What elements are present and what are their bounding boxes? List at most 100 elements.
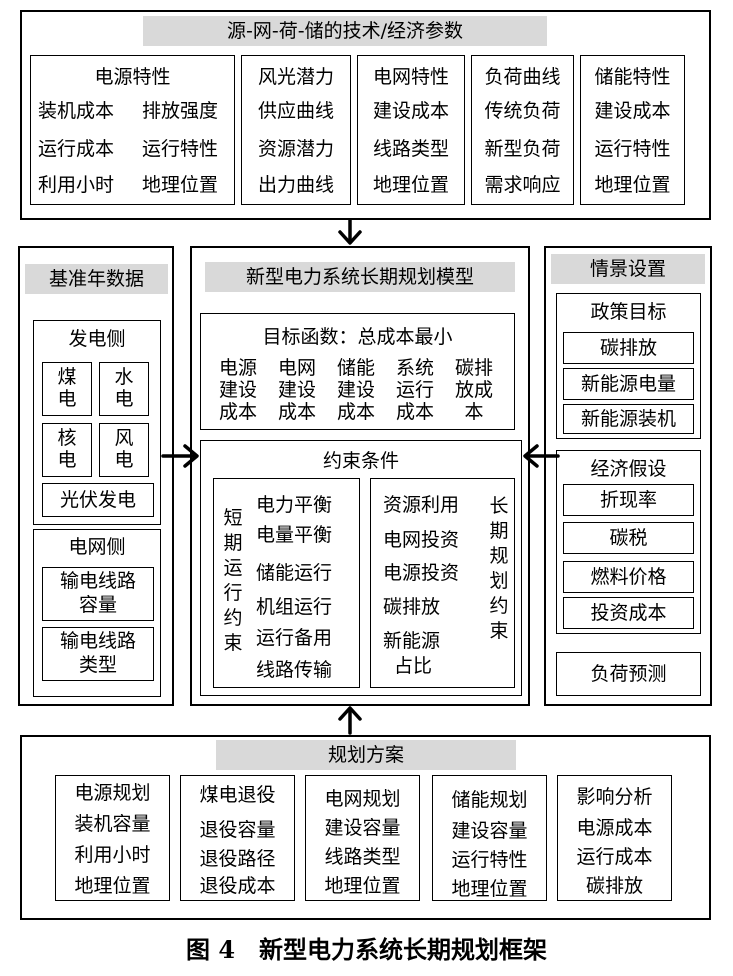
arrow-left-icon — [523, 444, 560, 468]
line-capacity-label: 输电线路容量 — [59, 570, 136, 616]
scheme-item: 利用小时 — [74, 844, 151, 866]
renewable-item: 出力曲线 — [257, 174, 334, 196]
scheme-item: 建设容量 — [324, 817, 401, 839]
long-term-item: 电网投资 — [383, 529, 460, 551]
scheme-item: 储能规划 — [451, 789, 528, 811]
grid-side-title: 电网侧 — [68, 536, 126, 558]
scheme-box — [305, 775, 420, 901]
hydro-box — [99, 362, 149, 416]
renewable-item: 供应曲线 — [257, 100, 334, 122]
short-term-box — [213, 478, 360, 688]
scheme-box — [432, 775, 547, 901]
short-term-item: 储能运行 — [256, 562, 333, 584]
policy-item-box — [563, 332, 694, 364]
arrow-down-icon — [338, 218, 362, 245]
arrow-right-icon — [161, 444, 199, 468]
hydro-label: 水电 — [114, 366, 134, 410]
pv-label: 光伏发电 — [59, 489, 136, 511]
econ-item: 投资成本 — [590, 602, 667, 624]
power-item: 地理位置 — [142, 174, 219, 196]
scheme-item: 地理位置 — [324, 875, 401, 897]
short-term-item: 电力平衡 — [256, 494, 333, 516]
line-capacity-box — [42, 567, 154, 621]
long-term-item: 资源利用 — [383, 494, 460, 516]
power-item: 排放强度 — [142, 100, 219, 122]
power-characteristics-title: 电源特性 — [94, 66, 171, 88]
objective-col: 电源建设成本 — [218, 357, 257, 423]
scheme-item: 煤电退役 — [199, 784, 276, 806]
storage-item: 储能特性 — [594, 66, 671, 88]
load-item: 负荷曲线 — [484, 66, 561, 88]
econ-item-box — [563, 522, 694, 554]
storage-item: 运行特性 — [594, 138, 671, 160]
arrow-up-icon — [338, 706, 362, 735]
scheme-item: 运行特性 — [451, 849, 528, 871]
long-term-item: 占比 — [394, 655, 433, 677]
load-forecast-box — [556, 652, 701, 696]
scheme-item: 地理位置 — [451, 878, 528, 900]
objective-col: 储能建设成本 — [336, 357, 375, 423]
short-term-item: 线路传输 — [256, 659, 333, 681]
nuclear-box — [42, 423, 92, 477]
objective-col: 系统运行成本 — [395, 357, 434, 423]
storage-item: 地理位置 — [594, 174, 671, 196]
storage-characteristics-box — [580, 55, 685, 205]
long-term-box — [370, 478, 515, 688]
grid-item: 地理位置 — [372, 174, 449, 196]
economic-assumption-title: 经济假设 — [590, 458, 667, 480]
long-term-item: 新能源 — [383, 630, 441, 652]
scheme-item: 运行成本 — [576, 846, 653, 868]
scheme-item: 退役容量 — [199, 819, 276, 841]
scheme-item: 碳排放 — [585, 875, 643, 897]
policy-item-box — [563, 404, 694, 434]
wind-box — [99, 423, 149, 477]
long-term-label: 长期规划约束 — [489, 495, 509, 642]
econ-item: 折现率 — [599, 489, 657, 511]
renewable-item: 风光潜力 — [257, 66, 334, 88]
renewable-item: 资源潜力 — [257, 138, 334, 160]
long-term-item: 碳排放 — [383, 596, 441, 618]
storage-item: 建设成本 — [594, 100, 671, 122]
wind-label: 风电 — [114, 427, 134, 471]
short-term-item: 运行备用 — [256, 627, 333, 649]
scheme-box — [55, 775, 170, 901]
short-term-item: 电量平衡 — [256, 524, 333, 546]
scheme-item: 线路类型 — [324, 846, 401, 868]
econ-item: 燃料价格 — [590, 566, 667, 588]
policy-item: 新能源电量 — [580, 373, 676, 395]
econ-item: 碳税 — [609, 527, 648, 549]
scheme-item: 地理位置 — [74, 875, 151, 897]
top-params-title: 源-网-荷-储的技术/经济参数 — [143, 16, 547, 46]
scheme-item: 装机容量 — [74, 813, 151, 835]
econ-item-box — [563, 597, 694, 629]
scheme-item: 电网规划 — [324, 788, 401, 810]
scheme-item: 建设容量 — [451, 820, 528, 842]
generation-side-title: 发电侧 — [68, 328, 126, 350]
power-characteristics-box — [30, 55, 235, 205]
load-forecast-label: 负荷预测 — [590, 663, 667, 685]
planning-scheme-title: 规划方案 — [216, 740, 516, 770]
econ-item-box — [563, 561, 694, 593]
renewable-potential-box — [241, 55, 351, 205]
nuclear-label: 核电 — [57, 427, 77, 471]
scheme-item: 退役路径 — [199, 848, 276, 870]
long-term-item: 电源投资 — [383, 562, 460, 584]
pv-box — [42, 483, 154, 517]
scenario-title: 情景设置 — [551, 254, 705, 284]
scheme-box — [180, 775, 295, 901]
constraints-title: 约束条件 — [322, 450, 399, 472]
scheme-item: 退役成本 — [199, 875, 276, 897]
line-type-box — [42, 627, 154, 681]
objective-function-title: 目标函数：总成本最小 — [262, 326, 453, 348]
objective-col: 碳排放成本 — [454, 357, 493, 423]
planning-model-title: 新型电力系统长期规划模型 — [205, 262, 515, 292]
grid-item: 建设成本 — [372, 100, 449, 122]
line-type-label: 输电线路类型 — [59, 630, 136, 676]
coal-label: 煤电 — [57, 366, 77, 410]
power-item: 运行成本 — [38, 138, 115, 160]
power-item: 利用小时 — [38, 174, 115, 196]
grid-item: 电网特性 — [372, 66, 449, 88]
scheme-item: 电源成本 — [576, 817, 653, 839]
short-term-item: 机组运行 — [256, 596, 333, 618]
